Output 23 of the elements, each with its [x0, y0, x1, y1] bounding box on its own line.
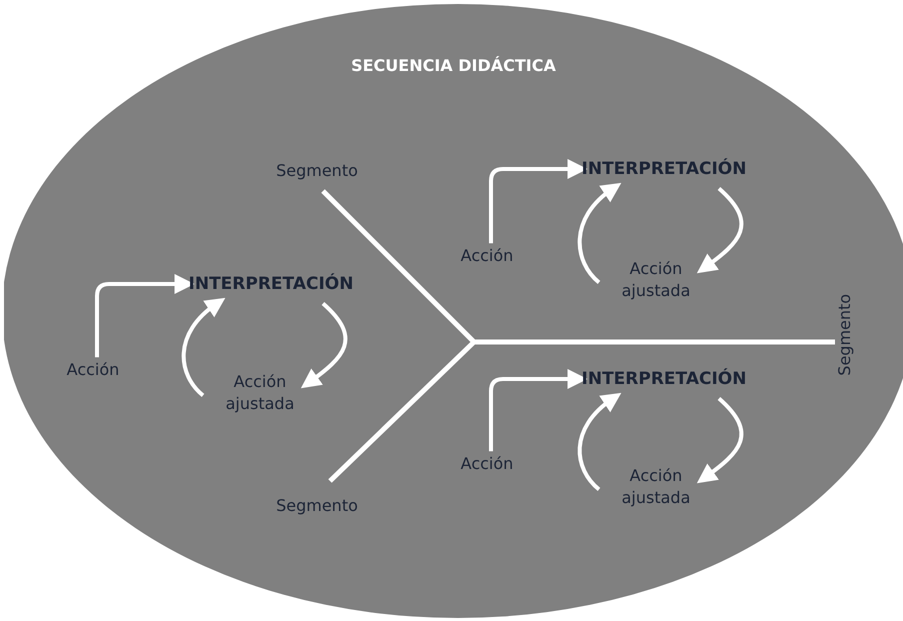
cycle-arrow [696, 187, 744, 274]
stage-label: INTERPRETACIÓN [582, 368, 746, 390]
cycle-arrow [182, 297, 225, 397]
segment-label: Segmento [834, 294, 856, 376]
action-label: Acción ajustada [611, 258, 701, 302]
stage-label: INTERPRETACIÓN [188, 272, 354, 296]
action-label: Acción ajustada [611, 465, 701, 509]
segment-label: Segmento [276, 160, 358, 182]
stage-label: INTERPRETACIÓN [582, 158, 746, 180]
action-label: Acción ajustada [215, 371, 305, 415]
action-label: Acción [460, 245, 514, 267]
cycle-arrow [489, 369, 588, 452]
segment-label: Segmento [276, 495, 358, 517]
action-label: Acción [460, 453, 514, 475]
cycle-arrow [578, 182, 621, 284]
action-label: Acción [66, 359, 120, 381]
cycle-arrow [696, 397, 744, 484]
cycle-arrow [578, 392, 621, 491]
cycle-arrow [300, 302, 348, 388]
ellipse-background [4, 3, 903, 620]
cycle-arrow [489, 159, 588, 244]
title-text: SECUENCIA DIDÁCTICA [350, 55, 557, 77]
cycle-arrow [95, 274, 195, 358]
